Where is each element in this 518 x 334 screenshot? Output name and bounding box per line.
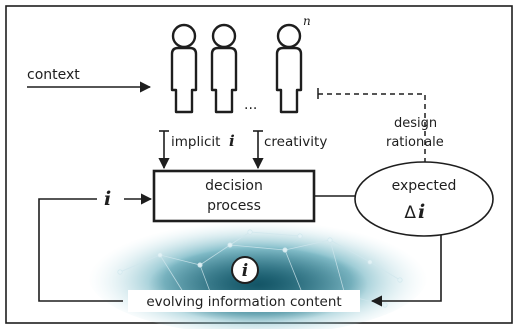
expected-delta-symbol: Δ <box>404 203 416 223</box>
info-icon-glyph: i <box>242 261 248 281</box>
expected-to-content-arrow <box>370 235 442 307</box>
expected-label: expected <box>392 178 457 194</box>
design-rationale-line1: design <box>394 116 437 131</box>
creativity-arrow <box>252 130 264 170</box>
feedback-loop-line <box>38 198 123 302</box>
decision-process-box <box>152 169 316 223</box>
input-i-symbol: i <box>104 188 111 210</box>
evolving-content-label: evolving information content <box>146 294 341 310</box>
people-superscript: n <box>303 14 311 28</box>
decision-process-line2: process <box>207 198 261 214</box>
creativity-label: creativity <box>264 134 327 150</box>
people-ellipsis: ... <box>244 97 257 113</box>
info-icon: i <box>231 256 259 284</box>
implicit-symbol: i <box>229 132 235 150</box>
context-label: context <box>27 67 80 83</box>
person-icon-2 <box>210 23 238 114</box>
implicit-arrow <box>158 130 170 170</box>
person-icon-n <box>275 23 303 114</box>
implicit-label: implicit <box>171 134 220 150</box>
design-rationale-line2: rationale <box>386 135 444 150</box>
expected-delta-ellipse <box>354 161 494 237</box>
design-rationale-connector <box>317 88 426 168</box>
decision-process-line1: decision <box>205 178 263 194</box>
person-icon-1 <box>170 23 198 114</box>
expected-i-symbol: i <box>418 201 425 223</box>
evolving-label-background <box>128 290 360 312</box>
